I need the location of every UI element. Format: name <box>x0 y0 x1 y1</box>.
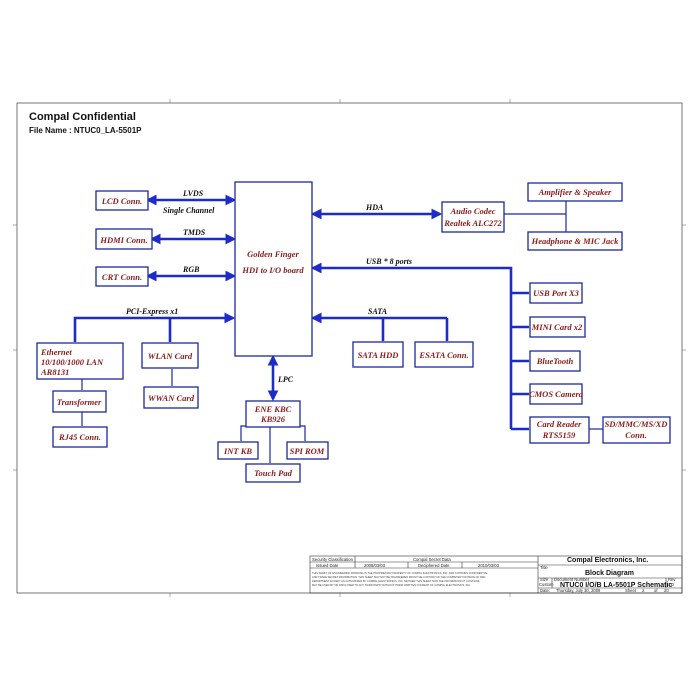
audio-codec-chip: Realtek ALC272 <box>443 218 502 228</box>
codec-to-audio-wires <box>504 201 567 232</box>
touch-pad-label: Touch Pad <box>254 468 292 478</box>
amplifier-block: Amplifier & Speaker <box>527 182 623 202</box>
issued-date-value: 2008/03/03 <box>364 563 386 568</box>
usb-port-block: USB Port X3 <box>529 282 583 304</box>
wlan-card-label: WLAN Card <box>148 351 193 361</box>
card-reader-chip: RTS5159 <box>542 430 576 440</box>
esata-conn-block: ESATA Conn. <box>414 341 474 368</box>
ethernet-label: Ethernet <box>40 347 72 357</box>
esata-conn-label: ESATA Conn. <box>418 350 468 360</box>
audio-codec-block: Audio Codec Realtek ALC272 <box>441 201 505 233</box>
lpc-label: LPC <box>277 375 294 384</box>
notice-line-1: THIS SHEET OF ENGINEERING DRAWING IS THE… <box>312 571 488 575</box>
of-label: of <box>654 588 658 593</box>
ethernet-speed: 10/100/1000 LAN <box>41 357 104 367</box>
spi-rom-label: SPI ROM <box>290 446 325 456</box>
cmos-camera-label: CMOS Camera <box>529 389 584 399</box>
document-number: NTUC0 I/O/B LA-5501P Schematic <box>560 582 672 589</box>
sheet-title: Block Diagram <box>585 570 634 577</box>
lcd-conn-label: LCD Conn. <box>101 196 143 206</box>
security-classification: Security Classification <box>312 557 354 562</box>
sata-label: SATA <box>368 307 388 316</box>
issued-date-label: Issued Date <box>316 563 339 568</box>
sata-hdd-block: SATA HDD <box>352 341 404 368</box>
size-value: Custom <box>539 582 554 587</box>
mini-card-block: MINI Card x2 <box>529 316 586 338</box>
pci-express-label: PCI-Express x1 <box>126 307 178 316</box>
crt-conn-label: CRT Conn. <box>102 272 142 282</box>
usb-label: USB * 8 ports <box>366 257 412 266</box>
document-number-label: Document Number <box>554 577 590 582</box>
usb-bus <box>310 262 513 429</box>
wwan-card-block: WWAN Card <box>143 386 199 409</box>
golden-finger-sub: HDI to I/O board <box>241 265 304 275</box>
sheet-number: 2 <box>642 588 645 593</box>
sd-conn-block: SD/MMC/MS/XD Conn. <box>602 416 671 444</box>
usb-port-label: USB Port X3 <box>533 288 580 298</box>
card-reader-label: Card Reader <box>537 419 582 429</box>
size-label: Size <box>540 577 549 582</box>
rgb-label: RGB <box>182 265 200 274</box>
cmos-camera-block: CMOS Camera <box>529 383 584 405</box>
ene-kbc-chip: KB926 <box>260 414 286 424</box>
lvds-label: LVDS <box>182 189 204 198</box>
golden-finger-label: Golden Finger <box>247 249 299 259</box>
title-block: Security Classification Compal Secret Da… <box>309 555 683 594</box>
sd-conn-label: SD/MMC/MS/XD <box>605 419 668 429</box>
file-name: File Name : NTUC0_LA-5501P <box>29 126 142 135</box>
mini-card-label: MINI Card x2 <box>531 322 583 332</box>
frame-ticks <box>13 99 686 597</box>
tmds-label: TMDS <box>183 228 206 237</box>
crt-conn-block: CRT Conn. <box>95 266 149 287</box>
date-label: Date: <box>540 588 550 593</box>
spi-rom-block: SPI ROM <box>286 441 329 460</box>
company-confidential: Compal Confidential <box>29 111 136 123</box>
headphone-block: Headphone & MIC Jack <box>527 231 623 251</box>
hdmi-conn-block: HDMI Conn. <box>95 228 153 250</box>
bluetooth-block: BlueTooth <box>529 350 581 372</box>
single-channel-label: Single Channel <box>163 206 215 215</box>
sheet-total: 20 <box>664 588 669 593</box>
title-label: Title <box>540 565 548 570</box>
golden-finger-block: Golden Finger HDI to I/O board <box>234 181 313 357</box>
card-reader-block: Card Reader RTS5159 <box>529 416 590 444</box>
rj45-conn-label: RJ45 Conn. <box>58 432 101 442</box>
hdmi-conn-label: HDMI Conn. <box>99 235 147 245</box>
transformer-label: Transformer <box>57 397 102 407</box>
deciphered-date-value: 2010/03/03 <box>478 563 500 568</box>
lcd-conn-block: LCD Conn. <box>95 190 149 211</box>
notice-line-4: MAY BE USED BY OR DISCLOSED TO ANY THIRD… <box>312 583 471 587</box>
pci-express-bus <box>73 312 236 342</box>
rj45-conn-block: RJ45 Conn. <box>52 426 108 448</box>
int-kb-block: INT KB <box>217 441 259 460</box>
rev-label: Rev <box>668 577 676 582</box>
date-value: Thursday, July 30, 2009 <box>556 588 601 593</box>
int-kb-label: INT KB <box>223 446 252 456</box>
hda-label: HDA <box>365 203 384 212</box>
company-name: Compal Electronics, Inc. <box>567 557 648 564</box>
bluetooth-label: BlueTooth <box>536 356 574 366</box>
rev-value: 1.0 <box>668 582 674 587</box>
transformer-block: Transformer <box>52 390 107 413</box>
ethernet-block: Ethernet 10/100/1000 LAN AR8131 <box>36 342 124 380</box>
ene-kbc-block: ENE KBC KB926 <box>245 400 301 428</box>
wwan-card-label: WWAN Card <box>148 393 195 403</box>
wlan-card-block: WLAN Card <box>141 342 199 369</box>
sd-conn-sub: Conn. <box>625 430 647 440</box>
ene-kbc-label: ENE KBC <box>254 404 292 414</box>
notice-line-2: AND TRADE SECRET INFORMATION. THIS SHEET… <box>312 575 486 579</box>
sata-hdd-label: SATA HDD <box>358 350 399 360</box>
headphone-label: Headphone & MIC Jack <box>531 236 619 246</box>
notice-line-3: DEPARTMENT EXCEPT AS AUTHORIZED BY COMPA… <box>312 579 480 583</box>
audio-codec-label: Audio Codec <box>449 206 495 216</box>
compal-secret-data: Compal Secret Data <box>413 557 451 562</box>
deciphered-date-label: Deciphered Date <box>418 563 450 568</box>
amplifier-label: Amplifier & Speaker <box>538 187 612 197</box>
ethernet-chip: AR8131 <box>40 367 69 377</box>
sheet-label: Sheet <box>625 588 637 593</box>
touch-pad-block: Touch Pad <box>245 463 301 483</box>
